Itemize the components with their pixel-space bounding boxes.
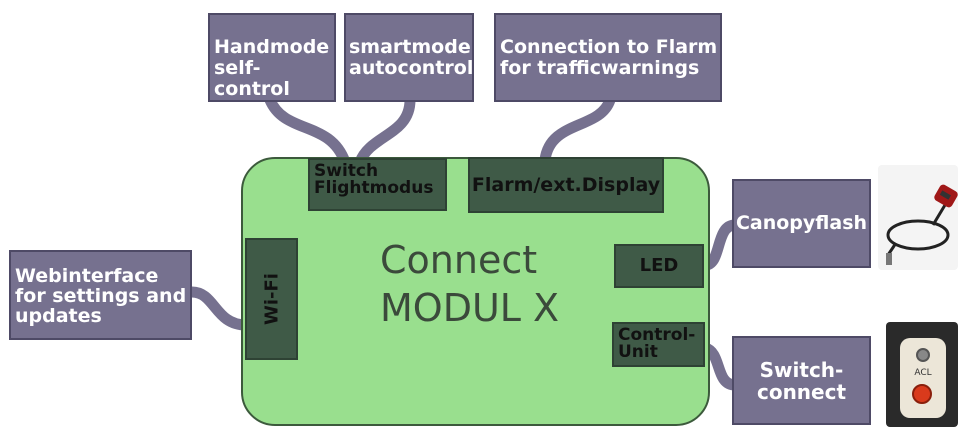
led-label: LED xyxy=(639,255,679,276)
wire-handmode xyxy=(264,94,351,168)
wifi-label: Wi-Fi xyxy=(261,273,282,325)
switch-panel-photo: ACL xyxy=(886,322,958,427)
canopyflash-photo xyxy=(878,165,958,270)
red-push-button-icon[interactable] xyxy=(912,384,932,404)
wire-smartmode xyxy=(354,94,416,168)
webinterface-line3: updates xyxy=(15,305,102,327)
handmode-line2: self-control xyxy=(214,57,290,100)
control-unit-block: Control- Unit xyxy=(612,322,705,367)
main-module-title-line2: MODUL X xyxy=(380,286,560,330)
control-unit-line2: Unit xyxy=(618,342,658,362)
flarm-display-block: Flarm/ext.Display xyxy=(468,157,664,213)
switch-flightmodus-block: Switch Flightmodus xyxy=(308,158,447,211)
handmode-line1: Handmode xyxy=(214,36,330,58)
handmode-box: Handmode self-control xyxy=(208,13,336,102)
switch-flightmodus-line2: Flightmodus xyxy=(314,178,434,198)
canopyflash-box: Canopyflash xyxy=(732,179,871,268)
control-unit-line1: Control- xyxy=(618,325,696,345)
smartmode-line1: smartmode xyxy=(349,36,471,58)
flarm-display-label: Flarm/ext.Display xyxy=(471,174,661,196)
main-module-title: Connect MODUL X xyxy=(380,236,600,332)
webinterface-line2: for settings and xyxy=(15,285,187,307)
led-cable-image xyxy=(886,184,958,265)
switch-connect-line1: Switch- xyxy=(759,358,844,382)
wire-flarm xyxy=(539,94,616,166)
switch-connect-line2: connect xyxy=(756,380,847,404)
toggle-switch-icon[interactable] xyxy=(916,348,930,362)
smartmode-line2: autocontrol xyxy=(349,57,474,79)
canopyflash-label: Canopyflash xyxy=(735,212,868,234)
smartmode-box: smartmode autocontrol xyxy=(344,13,474,102)
main-module-title-line1: Connect xyxy=(380,238,538,282)
flarm-connection-line1: Connection to Flarm xyxy=(500,36,718,58)
webinterface-line1: Webinterface xyxy=(15,265,159,287)
led-block: LED xyxy=(614,244,704,288)
switch-panel-label: ACL xyxy=(914,368,932,378)
flarm-connection-line2: for trafficwarnings xyxy=(500,57,700,79)
webinterface-box: Webinterface for settings and updates xyxy=(9,250,192,340)
wifi-block: Wi-Fi xyxy=(245,238,298,360)
switch-flightmodus-line1: Switch xyxy=(314,161,379,181)
wire-webinterface xyxy=(186,286,252,331)
flarm-connection-box: Connection to Flarm for trafficwarnings xyxy=(494,13,722,102)
switch-connect-box: Switch- connect xyxy=(732,336,871,425)
